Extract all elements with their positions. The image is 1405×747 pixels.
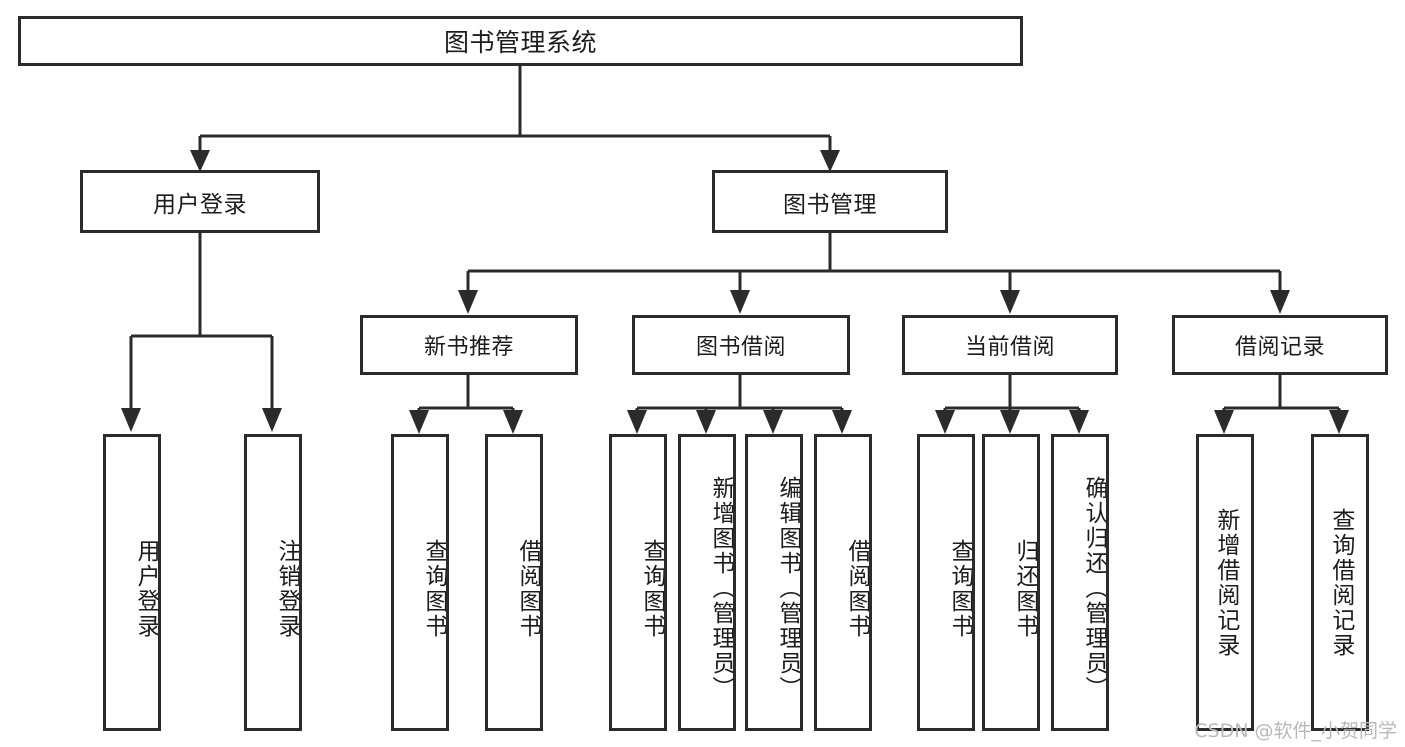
node-label: 图书管理系统 — [443, 28, 597, 57]
leaf-return-book[interactable]: 归还图书 — [982, 434, 1040, 731]
node-current-borrow[interactable]: 当前借阅 — [902, 315, 1118, 375]
node-label: 图书借阅 — [695, 335, 786, 360]
leaf-label: 归还图书 — [1012, 538, 1038, 639]
leaf-borrow-book-recommend[interactable]: 借阅图书 — [485, 434, 543, 731]
leaf-label: 借阅图书 — [844, 538, 870, 639]
node-label: 新书推荐 — [423, 335, 514, 360]
leaf-logout[interactable]: 注销登录 — [244, 434, 302, 731]
leaf-borrow-book[interactable]: 借阅图书 — [814, 434, 872, 731]
leaf-query-borrow-record[interactable]: 查询借阅记录 — [1311, 434, 1369, 731]
node-label: 当前借阅 — [964, 335, 1055, 360]
leaf-query-book-borrow[interactable]: 查询图书 — [609, 434, 667, 731]
leaf-label: 借阅图书 — [515, 538, 541, 639]
node-label: 用户登录 — [153, 191, 247, 218]
node-book-management[interactable]: 图书管理 — [712, 170, 948, 233]
leaf-label: 查询图书 — [421, 538, 447, 639]
leaf-add-book-admin[interactable]: 新增图书（管理员） — [678, 434, 736, 731]
leaf-edit-book-admin[interactable]: 编辑图书（管理员） — [745, 434, 803, 731]
node-new-book-recommend[interactable]: 新书推荐 — [360, 315, 578, 375]
leaf-add-borrow-record[interactable]: 新增借阅记录 — [1196, 434, 1254, 731]
leaf-label: 新增借阅记录 — [1212, 507, 1239, 658]
leaf-user-login[interactable]: 用户登录 — [103, 434, 161, 731]
leaf-label: 用户登录 — [133, 538, 159, 639]
node-user-login[interactable]: 用户登录 — [80, 170, 320, 233]
node-root-book-management-system[interactable]: 图书管理系统 — [18, 16, 1023, 66]
leaf-confirm-return-admin[interactable]: 确认归还（管理员） — [1051, 434, 1109, 731]
leaf-label: 编辑图书（管理员） — [775, 476, 801, 701]
node-label: 图书管理 — [783, 191, 877, 218]
leaf-label: 查询图书 — [639, 538, 665, 639]
leaf-label: 注销登录 — [274, 538, 300, 639]
leaf-label: 查询借阅记录 — [1327, 507, 1354, 658]
leaf-label: 查询图书 — [947, 538, 973, 639]
leaf-label: 确认归还（管理员） — [1081, 476, 1107, 701]
leaf-query-book-recommend[interactable]: 查询图书 — [391, 434, 449, 731]
node-label: 借阅记录 — [1234, 335, 1325, 360]
leaf-query-book-current[interactable]: 查询图书 — [917, 434, 975, 731]
leaf-label: 新增图书（管理员） — [708, 476, 734, 701]
csdn-watermark: CSDN @软件_小贺同学 — [1194, 720, 1397, 742]
node-book-borrow[interactable]: 图书借阅 — [632, 315, 850, 375]
node-borrow-record[interactable]: 借阅记录 — [1172, 315, 1388, 375]
